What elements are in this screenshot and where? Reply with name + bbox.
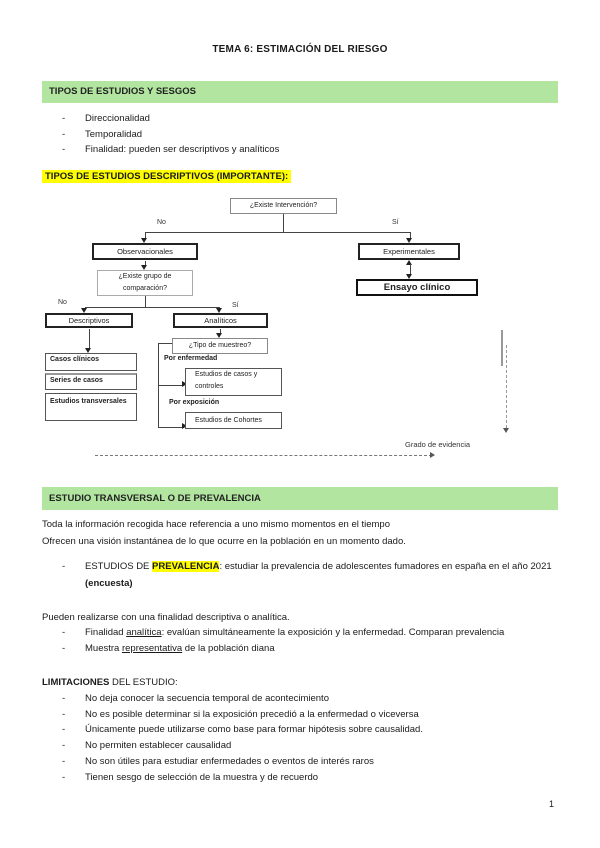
finalidad-bullet-list: Finalidad analítica: evalúan simultáneam… — [42, 625, 558, 656]
connector-line — [158, 343, 172, 344]
text-segment: Finalidad — [85, 627, 127, 638]
text-segment: DEL ESTUDIO: — [109, 677, 178, 688]
flowchart-node-cohortes: Estudios de Cohortes — [185, 412, 282, 429]
list-item: No es posible determinar si la exposició… — [42, 707, 582, 723]
arrow-down-icon — [406, 274, 412, 279]
flowchart-node-series-de-casos: Series de casos — [45, 373, 137, 390]
connector-line — [85, 307, 220, 308]
flowchart-node-casos-clinicos: Casos clínicos — [45, 353, 137, 371]
flowchart-node-analiticos: Analíticos — [173, 313, 268, 328]
flowchart-node-existe-grupo-comparacion: ¿Existe grupo de comparación? — [97, 270, 193, 296]
limitaciones-heading: LIMITACIONES DEL ESTUDIO: — [42, 677, 178, 688]
grado-evidencia-label: Grado de evidencia — [403, 440, 473, 449]
list-item: Direccionalidad — [42, 111, 279, 127]
list-item: Temporalidad — [42, 127, 279, 143]
arrow-down-icon — [503, 428, 509, 433]
tipos-estudios-bullet-list: Direccionalidad Temporalidad Finalidad: … — [42, 111, 279, 158]
section-heading-tipos-estudios: TIPOS DE ESTUDIOS Y SESGOS — [42, 81, 558, 103]
list-item: No deja conocer la secuencia temporal de… — [42, 691, 582, 707]
arrow-down-icon — [216, 333, 222, 338]
flowchart-node-estudios-transversales: Estudios transversales — [45, 393, 137, 421]
text-segment: Muestra — [85, 642, 122, 654]
page-title: TEMA 6: ESTIMACIÓN DEL RIESGO — [212, 44, 388, 55]
node-label: Estudios de casos y — [195, 371, 258, 378]
flowchart-node-ensayo-clinico: Ensayo clínico — [356, 279, 478, 296]
flowchart-node-tipo-muestreo: ¿Tipo de muestreo? — [172, 338, 268, 354]
list-item: No son útiles para estudiar enfermedades… — [42, 754, 582, 770]
node-label: ¿Existe grupo de — [118, 273, 172, 280]
branch-label-por-exposicion: Por exposición — [167, 399, 222, 406]
node-label: comparación? — [123, 285, 167, 292]
text-segment: : evalúan simultáneamente la exposición … — [161, 627, 505, 638]
limitaciones-bullet-list: No deja conocer la secuencia temporal de… — [42, 691, 582, 785]
paragraph: Ofrecen una visión instantánea de lo que… — [42, 536, 406, 547]
arrow-right-icon — [182, 381, 187, 387]
list-item: Finalidad: pueden ser descriptivos y ana… — [42, 142, 279, 158]
flowchart-node-existe-intervencion: ¿Existe Intervención? — [230, 198, 337, 214]
list-item: Muestra representativa de la población d… — [42, 641, 558, 657]
decorative-line — [501, 330, 503, 366]
text-segment: de la población diana — [182, 642, 275, 654]
arrow-down-icon — [216, 308, 222, 313]
highlighted-term: PREVALENCIA — [152, 561, 220, 572]
section-heading-estudio-transversal: ESTUDIO TRANSVERSAL O DE PREVALENCIA — [42, 487, 558, 510]
node-label: controles — [195, 383, 224, 390]
arrow-right-icon — [182, 423, 187, 429]
connector-line — [283, 214, 284, 232]
flowchart-node-casos-y-controles: Estudios de casos y controles — [185, 368, 282, 396]
connector-line — [145, 232, 146, 238]
branch-label-no: No — [155, 219, 168, 226]
arrow-down-icon — [81, 308, 87, 313]
arrow-down-icon — [85, 348, 91, 353]
list-item: Tienen sesgo de selección de la muestra … — [42, 770, 582, 786]
underlined-term: analítica — [126, 627, 162, 638]
evidence-axis-horizontal — [95, 455, 432, 456]
branch-label-si: Sí — [390, 219, 401, 226]
connector-line — [145, 232, 411, 233]
connector-line — [220, 329, 221, 334]
flowchart-node-descriptivos: Descriptivos — [45, 313, 133, 328]
evidence-axis-vertical — [506, 345, 507, 428]
connector-line — [410, 232, 411, 238]
flowchart-node-experimentales: Experimentales — [358, 243, 460, 260]
arrow-down-icon — [406, 238, 412, 243]
text-segment: ESTUDIOS DE — [85, 561, 153, 572]
study-types-flowchart: ¿Existe Intervención? No Sí Observaciona… — [0, 195, 600, 470]
connector-line — [89, 329, 90, 348]
list-item: Finalidad analítica: evalúan simultáneam… — [42, 625, 558, 641]
text-segment: (encuesta) — [85, 577, 133, 589]
branch-label-por-enfermedad: Por enfermedad — [162, 355, 220, 362]
connector-line — [158, 427, 184, 428]
flowchart-node-observacionales: Observacionales — [92, 243, 198, 260]
page-number: 1 — [549, 799, 555, 809]
arrow-right-icon — [430, 452, 435, 458]
list-item: Únicamente puede utilizarse como base pa… — [42, 722, 582, 738]
connector-line — [145, 261, 146, 266]
branch-label-si: Sí — [230, 302, 241, 309]
paragraph: Pueden realizarse con una finalidad desc… — [42, 612, 290, 623]
prevalencia-bullet-list: ESTUDIOS DE PREVALENCIA: estudiar la pre… — [42, 559, 558, 592]
subheading-tipos-descriptivos: TIPOS DE ESTUDIOS DESCRIPTIVOS (IMPORTAN… — [42, 170, 292, 183]
text-segment: LIMITACIONES — [42, 677, 110, 688]
text-segment: : estudiar la prevalencia de adolescente… — [219, 561, 552, 572]
branch-label-no: No — [56, 299, 69, 306]
arrow-up-icon — [406, 260, 412, 265]
arrow-down-icon — [141, 265, 147, 270]
connector-line — [158, 385, 184, 386]
list-item: No permiten establecer causalidad — [42, 738, 582, 754]
underlined-term: representativa — [121, 642, 183, 654]
arrow-down-icon — [141, 238, 147, 243]
paragraph: Toda la información recogida hace refere… — [42, 519, 390, 530]
list-item: ESTUDIOS DE PREVALENCIA: estudiar la pre… — [42, 559, 558, 592]
connector-line — [145, 296, 146, 307]
connector-line — [410, 264, 411, 275]
